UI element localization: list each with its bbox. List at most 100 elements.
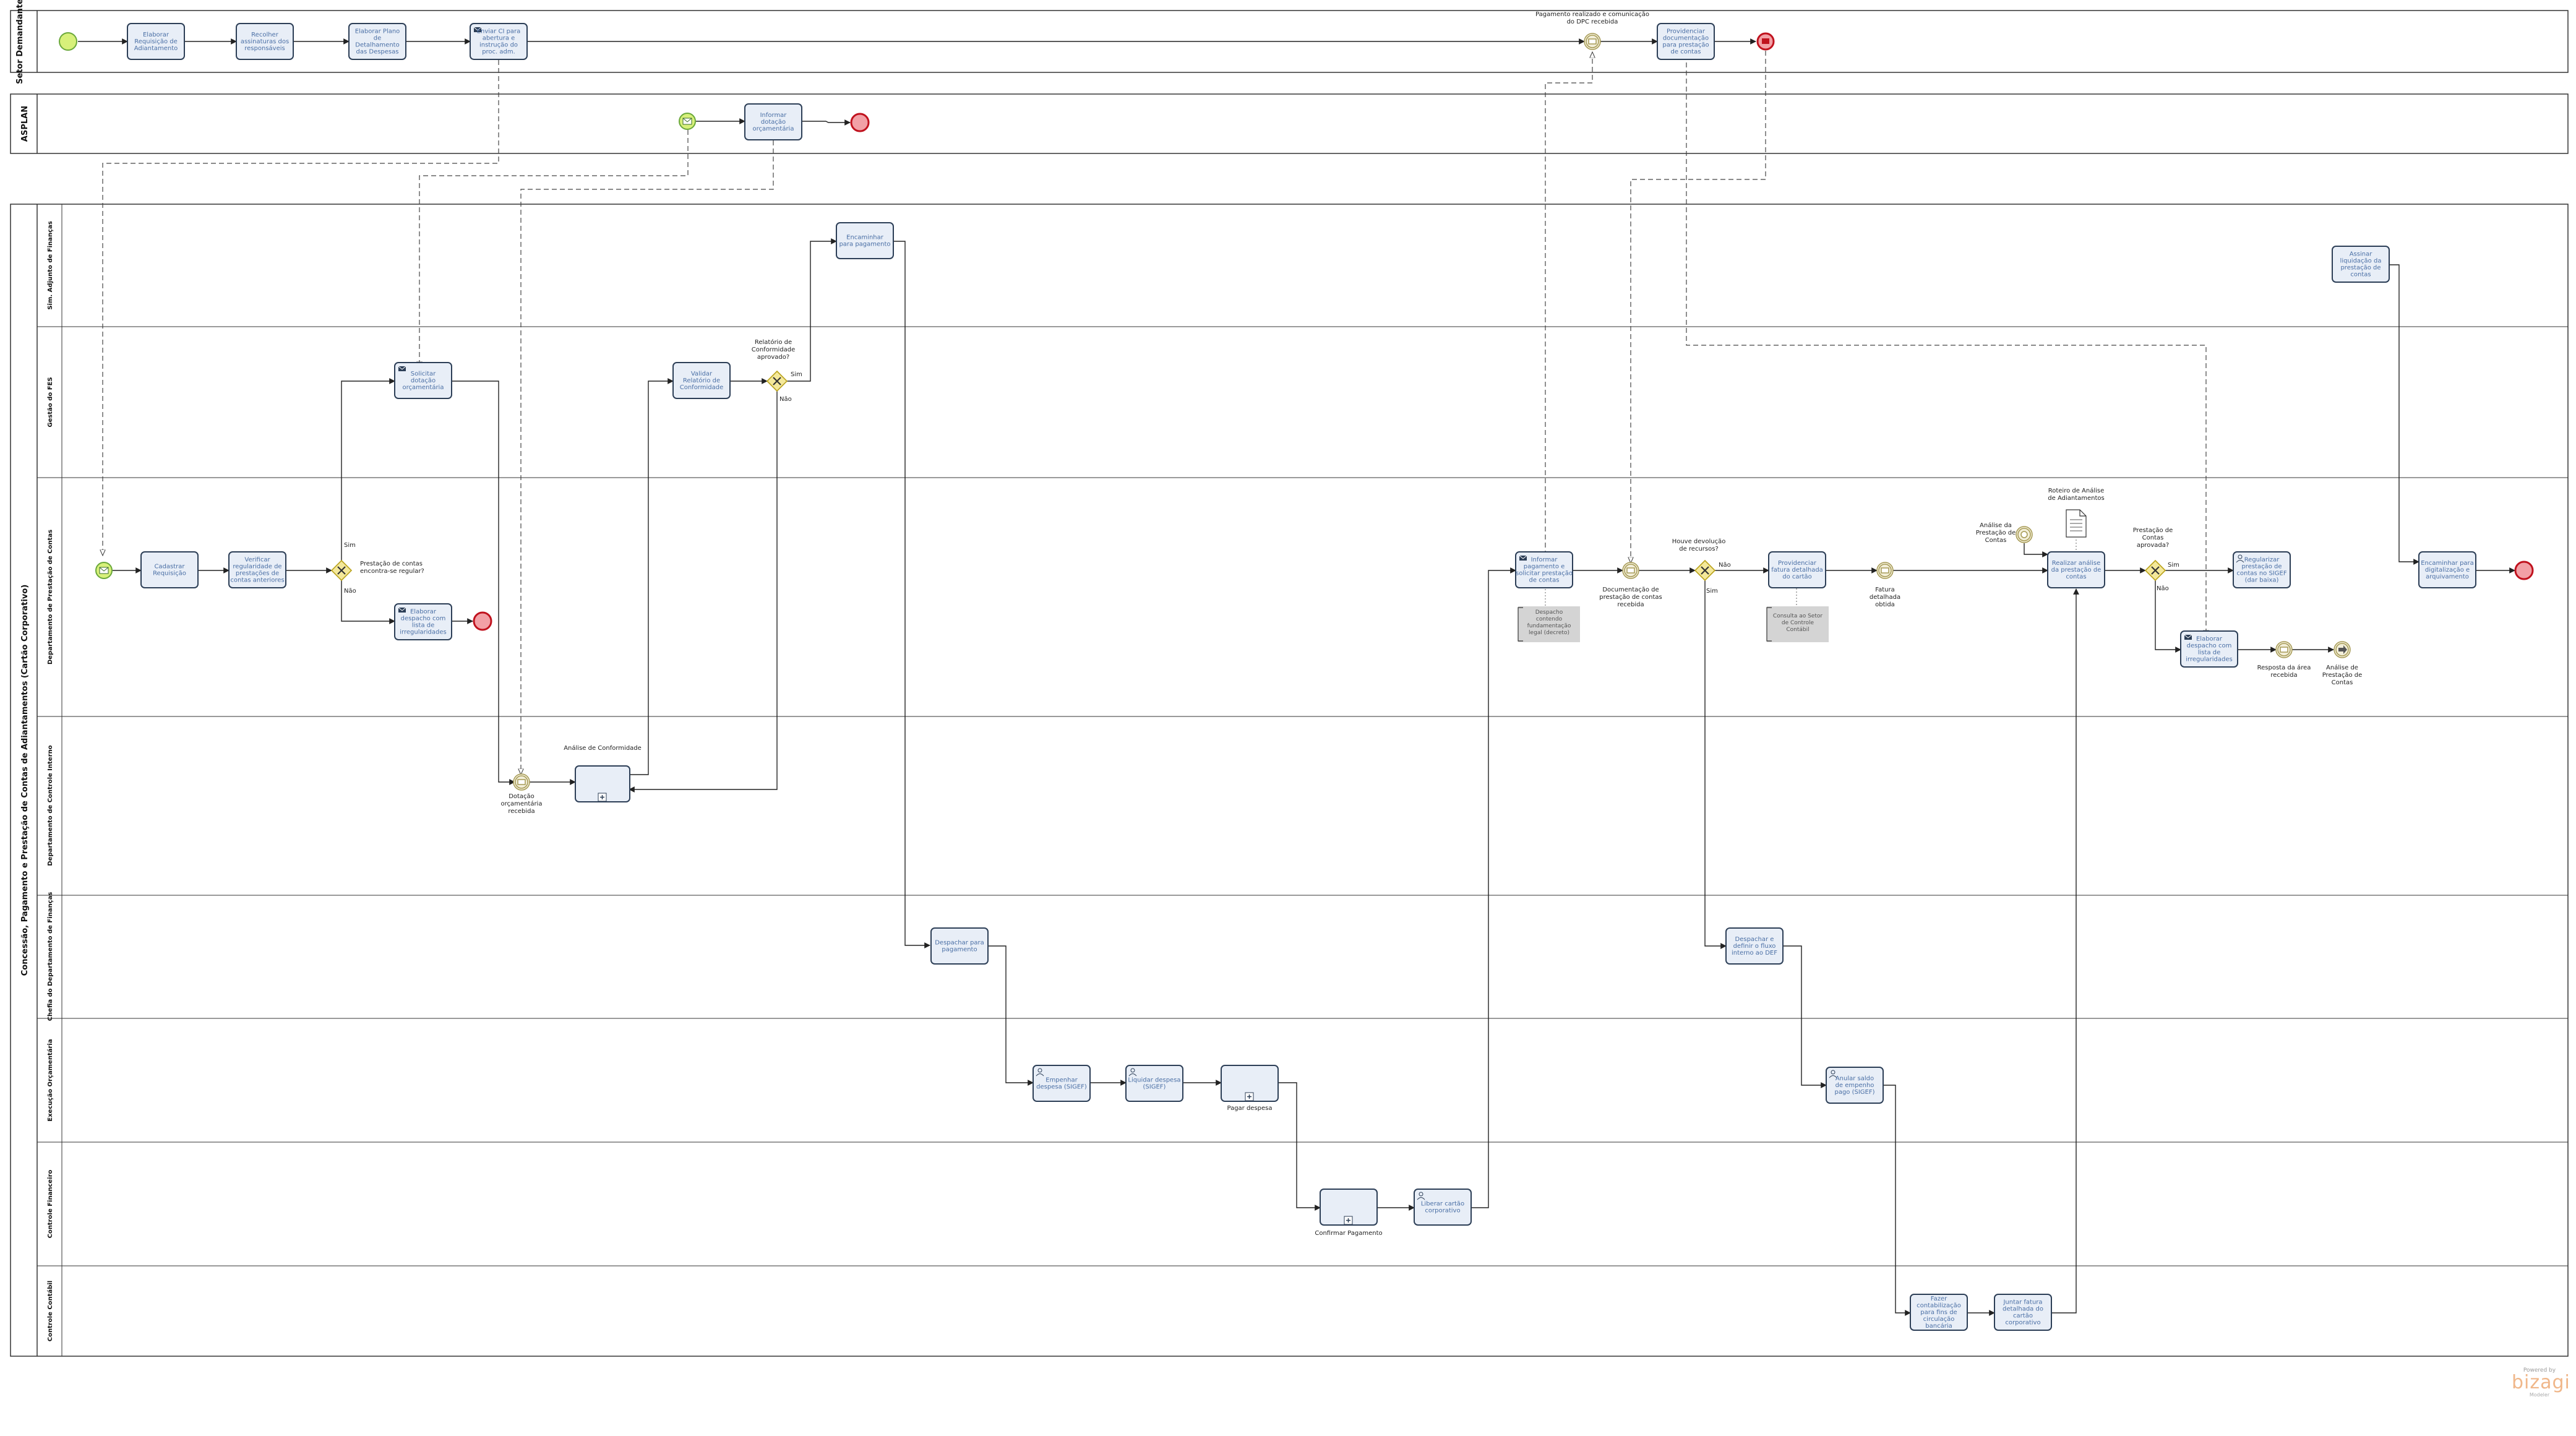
- user-icon: [1128, 1068, 1137, 1077]
- subprocess-label-sp1: Análise de Conformidade: [564, 744, 642, 752]
- gateway-relatorio-aprovado: [766, 370, 788, 392]
- subprocess-label-sp2: Pagar despesa: [1227, 1105, 1272, 1112]
- pool-main: Concessão, Pagamento e Prestação de Cont…: [10, 204, 2569, 1357]
- message-catch-resposta: [2275, 641, 2293, 658]
- envelope-icon: [398, 366, 406, 371]
- link-event-analise: [2333, 641, 2351, 658]
- pool-title-main: Concessão, Pagamento e Prestação de Cont…: [20, 585, 30, 976]
- subprocess-analise-conformidade[interactable]: [575, 765, 630, 802]
- task-t23[interactable]: Liquidar despesa(SIGEF): [1125, 1065, 1183, 1102]
- label-nao1: Não: [779, 396, 792, 403]
- message-catch-analise: [2016, 526, 2033, 543]
- gateway-houve-devolucao: [1694, 559, 1716, 582]
- label-nao3: Não: [1719, 562, 1731, 569]
- message-start-dpc: [95, 562, 113, 579]
- subprocess-label-sp3: Confirmar Pagamento: [1315, 1230, 1382, 1237]
- label-sim4: Sim: [2168, 562, 2179, 569]
- gateways: [330, 370, 2166, 582]
- user-icon: [1829, 1070, 1837, 1078]
- message-end-demandante: [1756, 32, 1775, 51]
- end-event-dpc-1: [473, 611, 492, 631]
- message-catch-pagamento: [1584, 33, 1601, 50]
- lane-title-cont: Controle Contábil: [46, 1281, 54, 1341]
- pool-asplan: ASPLAN: [10, 93, 2569, 154]
- sequence-flows: [78, 38, 2515, 1316]
- lane-title-sim: Sim. Adjunto de Finanças: [47, 221, 54, 309]
- subprocess-confirmar-pagamento[interactable]: [1320, 1189, 1378, 1226]
- lane-title-dpc: Departamento de Prestação de Contas: [47, 530, 54, 664]
- user-icon: [1417, 1192, 1425, 1200]
- lane-title-gestao: Gestão do FES: [47, 377, 54, 427]
- subprocess-pagar-despesa[interactable]: [1221, 1065, 1279, 1102]
- gateway-prestacao-regular: [330, 559, 353, 582]
- intermediate-events: [513, 33, 2351, 791]
- end-event-dpc-2: [2514, 561, 2534, 580]
- label-sim2: Sim: [344, 542, 356, 549]
- envelope-icon: [473, 27, 482, 32]
- subprocesses: [575, 765, 1378, 1226]
- end-event-asplan: [850, 113, 870, 132]
- bizagi-logo: Powered by bizagi Modeler: [2512, 1367, 2570, 1398]
- message-catch-documentacao: [1622, 562, 1639, 579]
- label-nao4: Não: [2157, 585, 2169, 592]
